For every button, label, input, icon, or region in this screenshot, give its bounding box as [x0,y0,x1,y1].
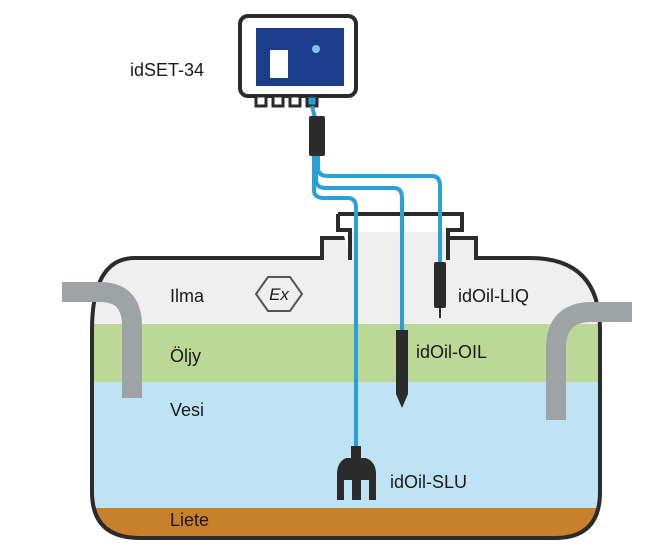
sensor-slu [337,446,376,500]
control-unit-screen [256,28,344,86]
sensor-label-oil: idOil-OIL [416,342,487,362]
layer-label-air: Ilma [170,286,205,306]
control-unit [238,14,358,108]
cable-to-liq [316,156,442,262]
sensor-oil [396,330,408,408]
sludge-layer [92,508,600,538]
layer-label-sludge: Liete [170,510,209,530]
ex-symbol-text: Ex [269,285,289,304]
oil-layer [92,324,600,382]
sensor-slu-body [337,458,376,500]
cables [312,156,442,446]
sensor-liq [434,262,446,318]
tank-outline [90,236,602,540]
manhole-inner [352,232,446,262]
connector-2 [271,94,285,108]
sensor-slu-neck [351,446,361,458]
layer-label-water: Vesi [170,400,204,420]
sensor-label-slu: idOil-SLU [390,472,467,492]
cable-to-slu [312,156,358,446]
water-layer [92,382,600,508]
sensor-liq-body [434,262,446,308]
ex-symbol-icon: Ex [254,276,304,312]
sensor-label-liq: idOil-LIQ [458,286,529,306]
layer-label-oil: Öljy [170,346,201,366]
control-unit-panel [270,50,288,78]
cable-to-oil [314,156,404,330]
device-label: idSET-34 [130,60,204,80]
sensor-oil-body [396,330,408,408]
cable-plug [309,116,325,156]
control-unit-led [312,45,320,53]
connector-3 [288,94,302,108]
ex-symbol-frame [254,276,304,312]
inlet-pipe [62,282,142,398]
connector-4 [305,94,319,108]
connector-1 [254,94,268,108]
outlet-pipe [546,302,632,420]
